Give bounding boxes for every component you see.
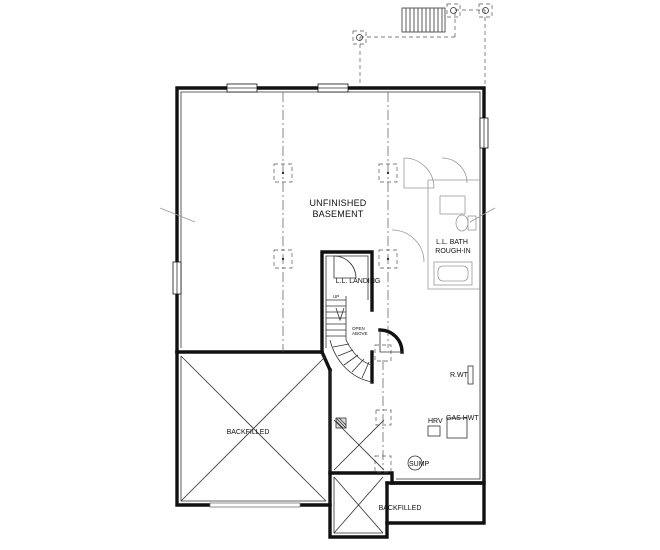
open-above-label-line2: ABOVE: [352, 331, 368, 336]
open-above-label-line1: OPEN: [352, 326, 365, 331]
water-tank-symbol: [467, 365, 474, 385]
stair-enclosure: [320, 250, 404, 384]
column-footing: [273, 163, 293, 183]
deck-post-footing: [478, 3, 493, 18]
basement-label-line1: UNFINISHED: [309, 198, 366, 208]
floor-drain: [335, 417, 347, 429]
stair-treads: [326, 296, 373, 383]
garage-door: [209, 502, 301, 508]
deck-post-footing: [352, 30, 367, 45]
hwt-symbol: [446, 417, 468, 439]
column-footing: [374, 344, 392, 362]
crawl-hatch: [333, 419, 385, 471]
foundation-walls: [175, 86, 486, 539]
window: [317, 83, 349, 93]
hrv-label: HRV: [428, 418, 443, 425]
deck-post-footing: [446, 3, 461, 18]
deck-stairs: [401, 7, 446, 33]
column-footing: [374, 455, 392, 473]
rear-deck: [352, 3, 493, 88]
water-tank-label: R.WT: [450, 372, 469, 379]
backfilled-porch-label: BACKFILLED: [379, 505, 422, 512]
toilet: [455, 214, 469, 232]
backfilled-garage-hatch: [180, 355, 327, 502]
gas-hwt-label: GAS HWT: [446, 415, 479, 422]
column-footing: [273, 249, 293, 269]
bath-rough-in: [391, 157, 480, 290]
sump-label: SUMP: [409, 461, 430, 468]
basement-label-line2: BASEMENT: [312, 209, 363, 219]
window: [479, 117, 489, 149]
landing-label: L.L. LANDING: [336, 278, 381, 285]
hrv-symbol: [427, 425, 441, 437]
bath-label-line1: L.L. BATH: [436, 239, 468, 246]
window: [226, 83, 258, 93]
column-footing: [378, 249, 398, 269]
bath-label-line2: ROUGH-IN: [435, 248, 470, 255]
bathtub: [433, 261, 473, 286]
backfilled-porch-hatch: [333, 476, 384, 534]
column-footing: [378, 163, 398, 183]
sump-pit: [407, 455, 423, 471]
beam-lines: [159, 92, 496, 470]
window: [172, 261, 182, 295]
vanity: [439, 195, 466, 215]
backfilled-garage-label: BACKFILLED: [227, 429, 270, 436]
stair-up-label: UP: [333, 294, 339, 299]
column-footing: [375, 409, 392, 426]
